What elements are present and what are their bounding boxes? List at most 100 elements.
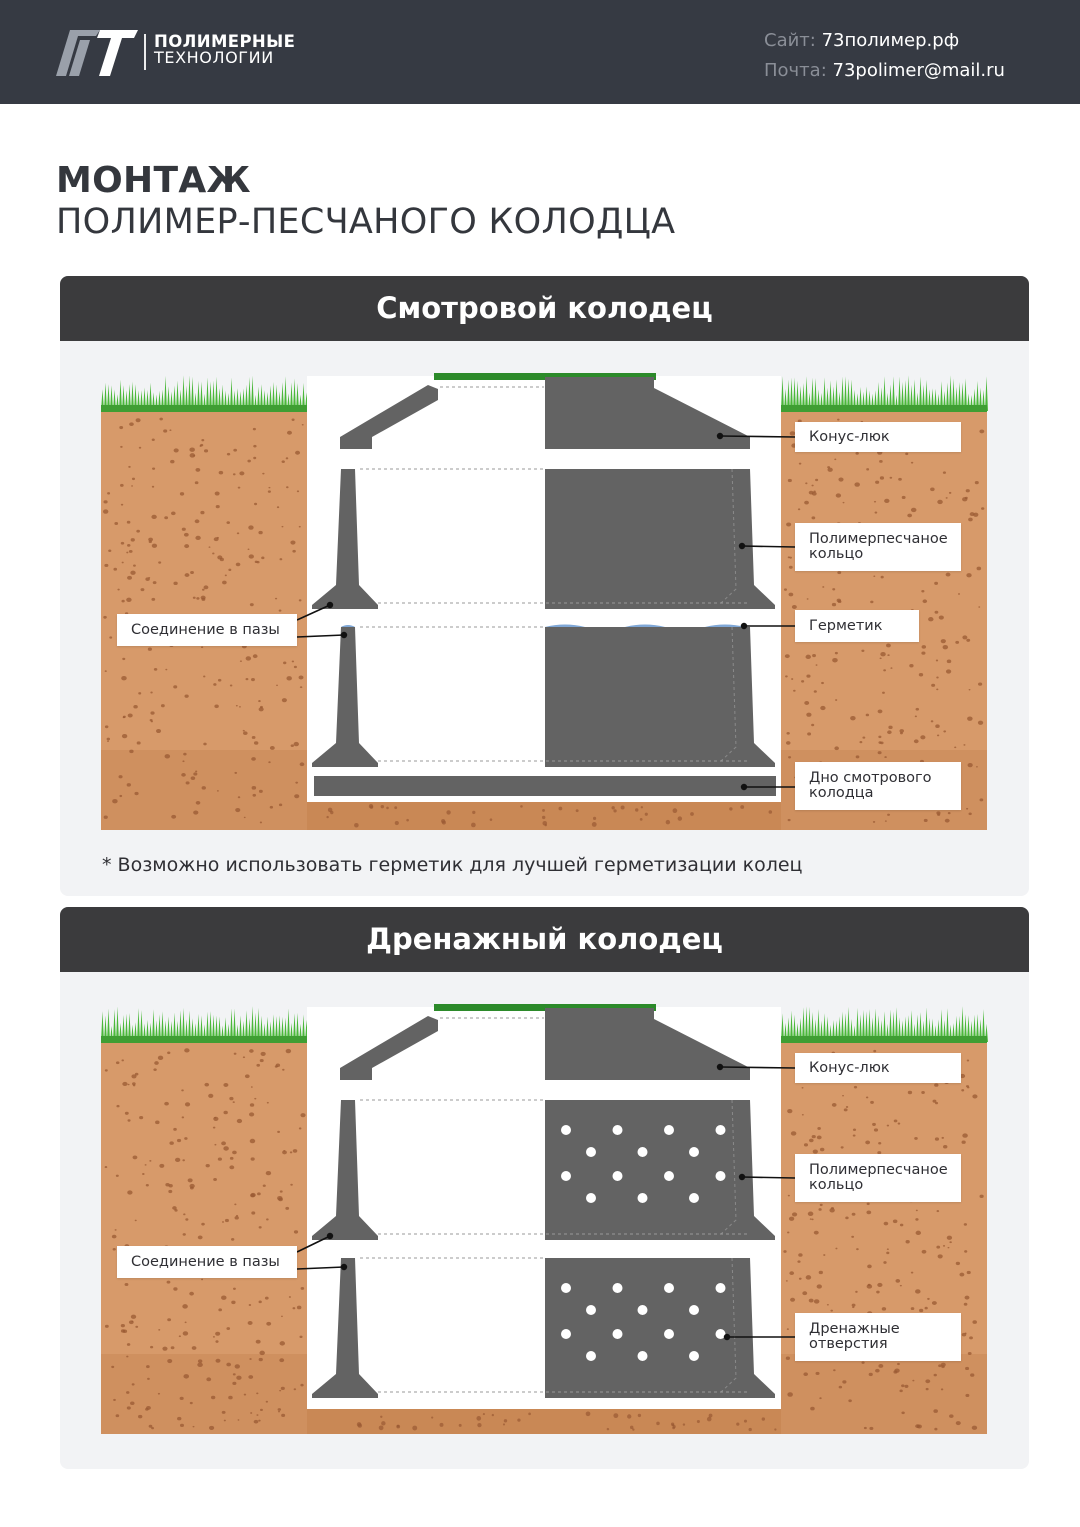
soil-pebble bbox=[940, 639, 946, 644]
soil-pebble bbox=[873, 575, 876, 578]
soil-pebble bbox=[558, 806, 563, 811]
soil-pebble bbox=[229, 1165, 235, 1170]
soil-pebble bbox=[845, 1105, 849, 1108]
soil-pebble bbox=[935, 724, 940, 728]
soil-pebble bbox=[212, 552, 215, 555]
soil-pebble bbox=[234, 1203, 237, 1206]
soil-pebble bbox=[879, 459, 883, 463]
soil-pebble bbox=[201, 597, 206, 601]
soil-pebble bbox=[133, 704, 138, 709]
soil-pebble bbox=[135, 418, 141, 423]
soil-pebble bbox=[955, 1421, 961, 1426]
soil-pebble bbox=[126, 1406, 131, 1410]
soil-pebble bbox=[811, 1134, 816, 1139]
soil-pebble bbox=[875, 480, 880, 484]
soil-pebble bbox=[930, 487, 935, 492]
soil-pebble bbox=[938, 1364, 942, 1368]
soil-pebble bbox=[870, 600, 874, 604]
soil-pebble bbox=[887, 813, 891, 816]
soil-pebble bbox=[785, 1356, 790, 1360]
soil-pebble bbox=[174, 1209, 178, 1212]
soil-pebble bbox=[965, 489, 970, 493]
soil-pebble bbox=[197, 1235, 203, 1240]
soil-pebble bbox=[130, 1401, 135, 1406]
soil-pebble bbox=[148, 1424, 153, 1428]
drain-hole bbox=[561, 1125, 571, 1135]
soil-pebble bbox=[976, 566, 982, 571]
soil-pebble bbox=[826, 1303, 829, 1306]
soil-pebble bbox=[121, 599, 125, 603]
soil-pebble bbox=[293, 665, 297, 669]
soil-pebble bbox=[932, 1099, 937, 1103]
leader-dot bbox=[716, 1063, 724, 1071]
soil-pebble bbox=[942, 644, 949, 650]
soil-pebble bbox=[213, 1116, 219, 1121]
soil-pebble bbox=[253, 741, 259, 745]
soil-pebble bbox=[249, 603, 254, 607]
manhole-lid bbox=[434, 1004, 656, 1011]
soil-pebble bbox=[151, 543, 158, 548]
soil-pebble bbox=[613, 809, 617, 813]
soil-pebble bbox=[835, 1247, 838, 1250]
soil-pebble bbox=[192, 596, 196, 599]
grass-tuft bbox=[781, 1006, 988, 1042]
soil-pebble bbox=[208, 1093, 214, 1098]
soil-pebble bbox=[892, 1219, 898, 1224]
soil-pebble bbox=[934, 1083, 939, 1087]
mail-link[interactable]: 73polimer@mail.ru bbox=[832, 60, 1005, 81]
soil-pebble bbox=[249, 1103, 255, 1107]
soil-pebble bbox=[126, 520, 131, 524]
soil-pebble bbox=[138, 1414, 143, 1419]
cone-section-left bbox=[340, 1016, 438, 1080]
soil-pebble bbox=[175, 1157, 181, 1163]
soil-pebble bbox=[810, 1406, 815, 1411]
soil-pebble bbox=[330, 810, 334, 815]
drain-hole bbox=[612, 1125, 623, 1135]
soil-pebble bbox=[153, 1068, 157, 1072]
soil-pebble bbox=[740, 805, 745, 809]
soil-pebble bbox=[104, 1069, 108, 1072]
grass-base bbox=[781, 1036, 987, 1043]
soil-pebble bbox=[441, 820, 446, 825]
soil-pebble bbox=[179, 1396, 184, 1400]
soil-pebble bbox=[806, 674, 811, 678]
soil-pebble bbox=[963, 1223, 968, 1226]
soil-pebble bbox=[961, 1140, 966, 1144]
soil-pebble bbox=[149, 718, 153, 722]
soil-pebble bbox=[884, 498, 890, 504]
soil-pebble bbox=[250, 1157, 255, 1161]
soil-pebble bbox=[887, 654, 890, 657]
soil-pebble bbox=[151, 438, 155, 442]
soil-pebble bbox=[837, 418, 840, 421]
leader-line bbox=[296, 1235, 331, 1253]
cone-section-left bbox=[340, 385, 438, 449]
soil-pebble bbox=[126, 551, 129, 554]
soil-pebble bbox=[134, 1072, 139, 1076]
site-link[interactable]: 73полимер.рф bbox=[821, 30, 960, 51]
soil-pebble bbox=[235, 705, 238, 707]
soil-pebble bbox=[280, 1386, 285, 1391]
soil-pebble bbox=[924, 1306, 928, 1310]
soil-pebble bbox=[945, 572, 951, 577]
soil-pebble bbox=[250, 1086, 253, 1088]
soil-pebble bbox=[955, 640, 960, 644]
soil-pebble bbox=[127, 1190, 133, 1195]
soil-pebble bbox=[121, 561, 124, 564]
soil-pebble bbox=[948, 491, 952, 494]
leader-dot bbox=[326, 601, 334, 609]
soil-pebble bbox=[606, 1427, 610, 1431]
soil-pebble bbox=[901, 1384, 905, 1388]
soil-pebble bbox=[201, 1222, 205, 1226]
soil-pebble bbox=[813, 1230, 819, 1235]
soil-pebble bbox=[930, 720, 934, 723]
soil-pebble bbox=[189, 453, 196, 458]
soil-pebble bbox=[936, 1210, 940, 1213]
soil-pebble bbox=[963, 744, 966, 746]
soil-pebble bbox=[942, 471, 947, 474]
soil-pebble bbox=[126, 1343, 131, 1346]
soil-pebble bbox=[872, 820, 876, 823]
soil-pebble bbox=[354, 822, 359, 828]
soil-pebble bbox=[394, 806, 398, 810]
soil-pebble bbox=[879, 657, 882, 660]
soil-pebble bbox=[155, 1120, 160, 1125]
